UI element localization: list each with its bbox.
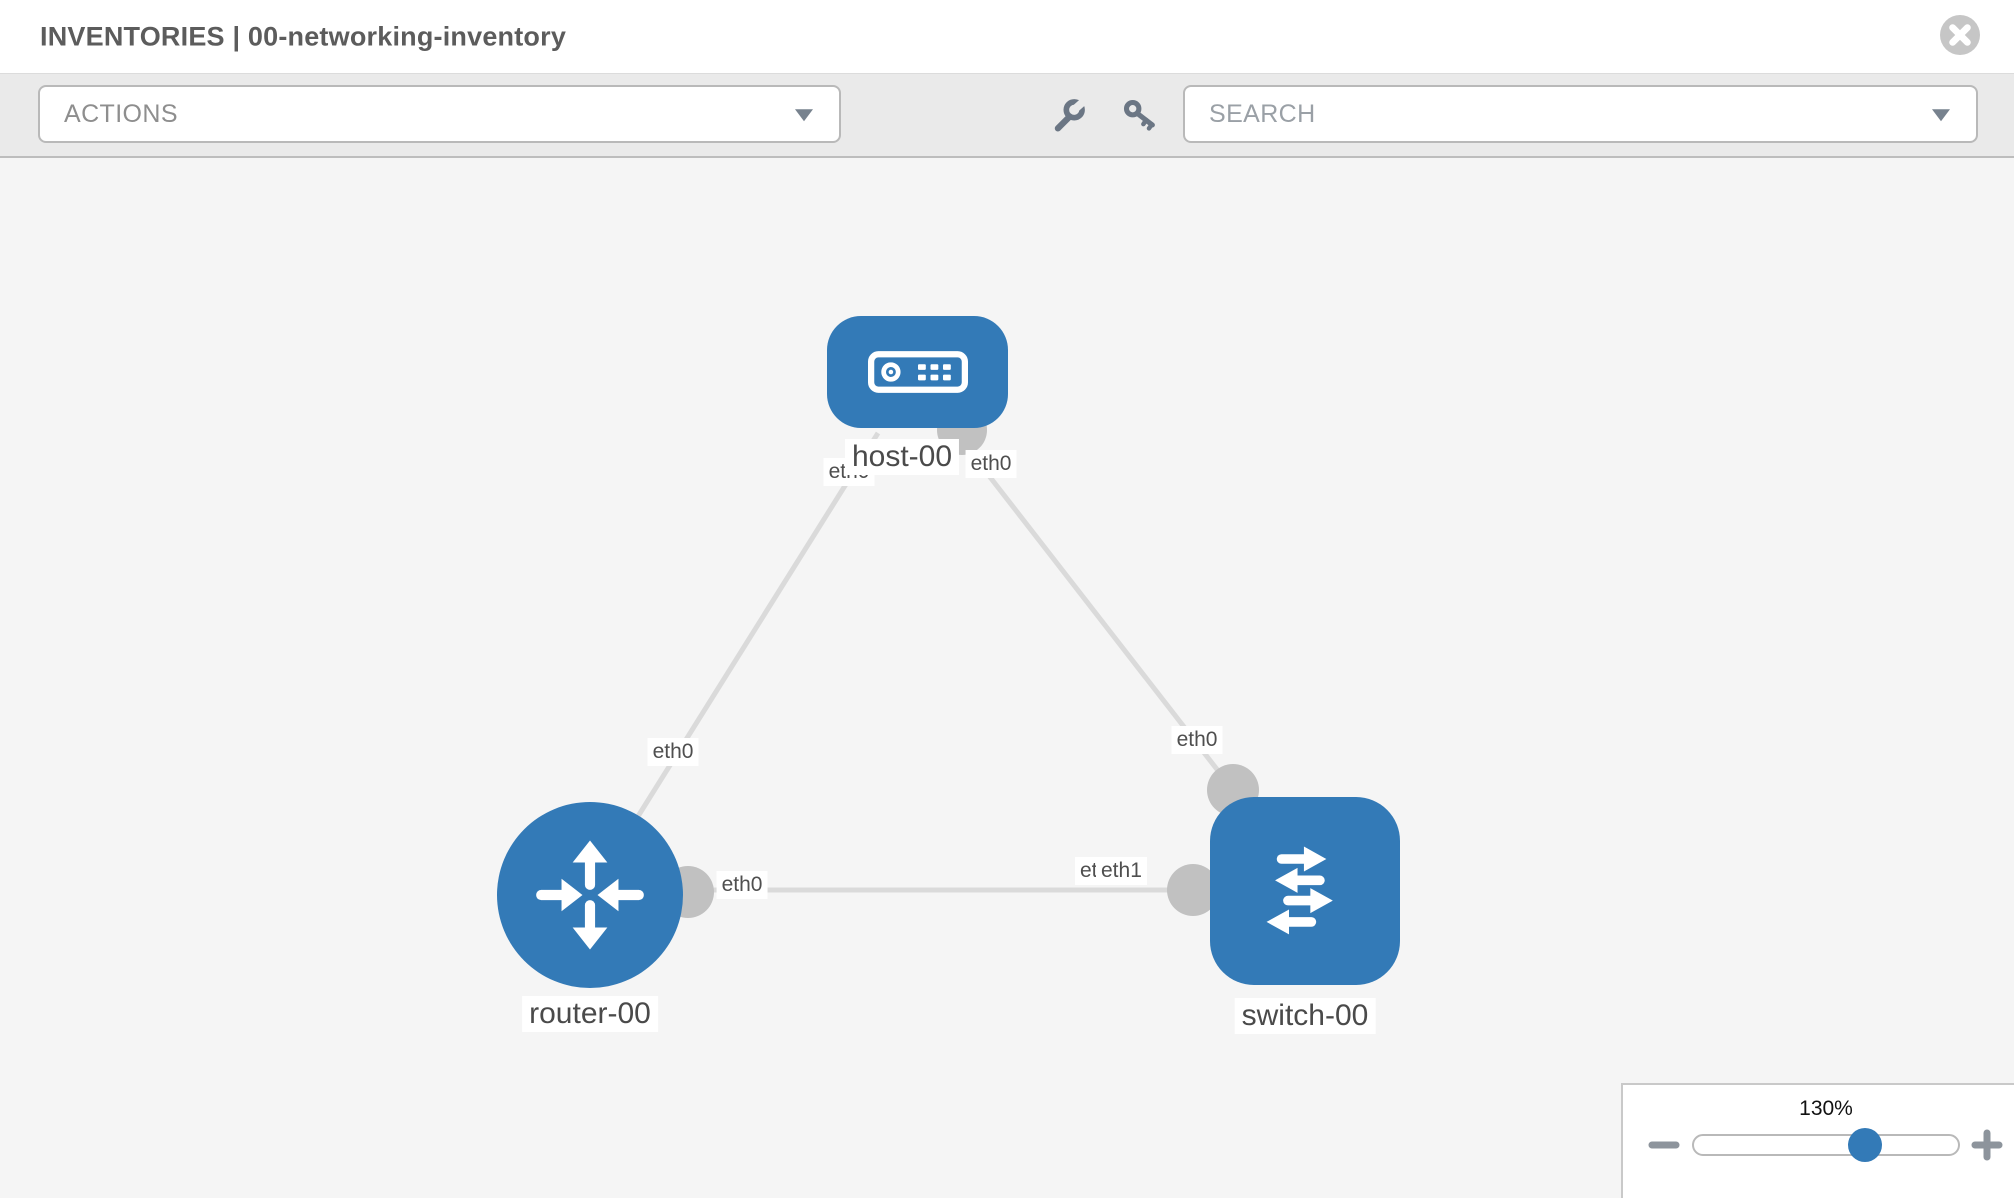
zoom-slider-thumb[interactable] <box>1848 1128 1882 1162</box>
router-icon <box>536 840 644 950</box>
chevron-down-icon <box>1932 109 1950 122</box>
node-label-router-00[interactable]: router-00 <box>522 996 658 1032</box>
wrench-icon <box>1054 97 1088 132</box>
switch-icon <box>1266 846 1333 935</box>
page-title: INVENTORIES | 00-networking-inventory <box>40 21 567 51</box>
close-icon <box>1949 24 1971 46</box>
zoom-slider-track[interactable] <box>1692 1134 1960 1156</box>
search-dropdown[interactable]: SEARCH <box>1183 85 1978 143</box>
interface-label: eth0 <box>965 450 1017 478</box>
node-label-switch-00[interactable]: switch-00 <box>1234 998 1376 1034</box>
interface-label: eth0 <box>716 871 768 899</box>
topology-links-layer <box>592 405 1259 918</box>
plus-icon <box>1971 1129 2003 1161</box>
search-placeholder: SEARCH <box>1209 99 1316 128</box>
key-icon <box>1123 99 1155 131</box>
header: INVENTORIES | 00-networking-inventory <box>0 0 2014 73</box>
node-host-00[interactable] <box>827 316 1008 428</box>
topology-canvas[interactable]: eth0 eth0 eth0 eth0 eth0 eth0 eth1 host-… <box>0 158 2014 1198</box>
host-icon <box>867 351 968 393</box>
actions-dropdown[interactable]: ACTIONS <box>38 85 841 143</box>
connector-dot-switch-left[interactable] <box>1167 864 1219 916</box>
chevron-down-icon <box>795 109 813 122</box>
interface-label: eth1 <box>1096 857 1147 885</box>
node-switch-00[interactable] <box>1210 797 1400 985</box>
wrench-button[interactable] <box>1050 97 1088 134</box>
node-label-host-00[interactable]: host-00 <box>844 439 960 475</box>
zoom-level: 130% <box>1799 1097 1853 1120</box>
zoom-out-button[interactable] <box>1648 1129 1680 1161</box>
interface-label: eth0 <box>1171 726 1223 754</box>
actions-dropdown-label: ACTIONS <box>64 99 178 128</box>
zoom-in-button[interactable] <box>1971 1129 2003 1161</box>
zoom-panel: 130% <box>1621 1083 2014 1198</box>
interface-label: eth0 <box>647 738 699 766</box>
close-button[interactable] <box>1940 15 1980 55</box>
link-router-host[interactable] <box>592 431 881 887</box>
minus-icon <box>1648 1141 1680 1149</box>
node-router-00[interactable] <box>497 802 683 988</box>
key-button[interactable] <box>1122 98 1158 134</box>
toolbar: ACTIONS SEARCH <box>0 73 2014 158</box>
